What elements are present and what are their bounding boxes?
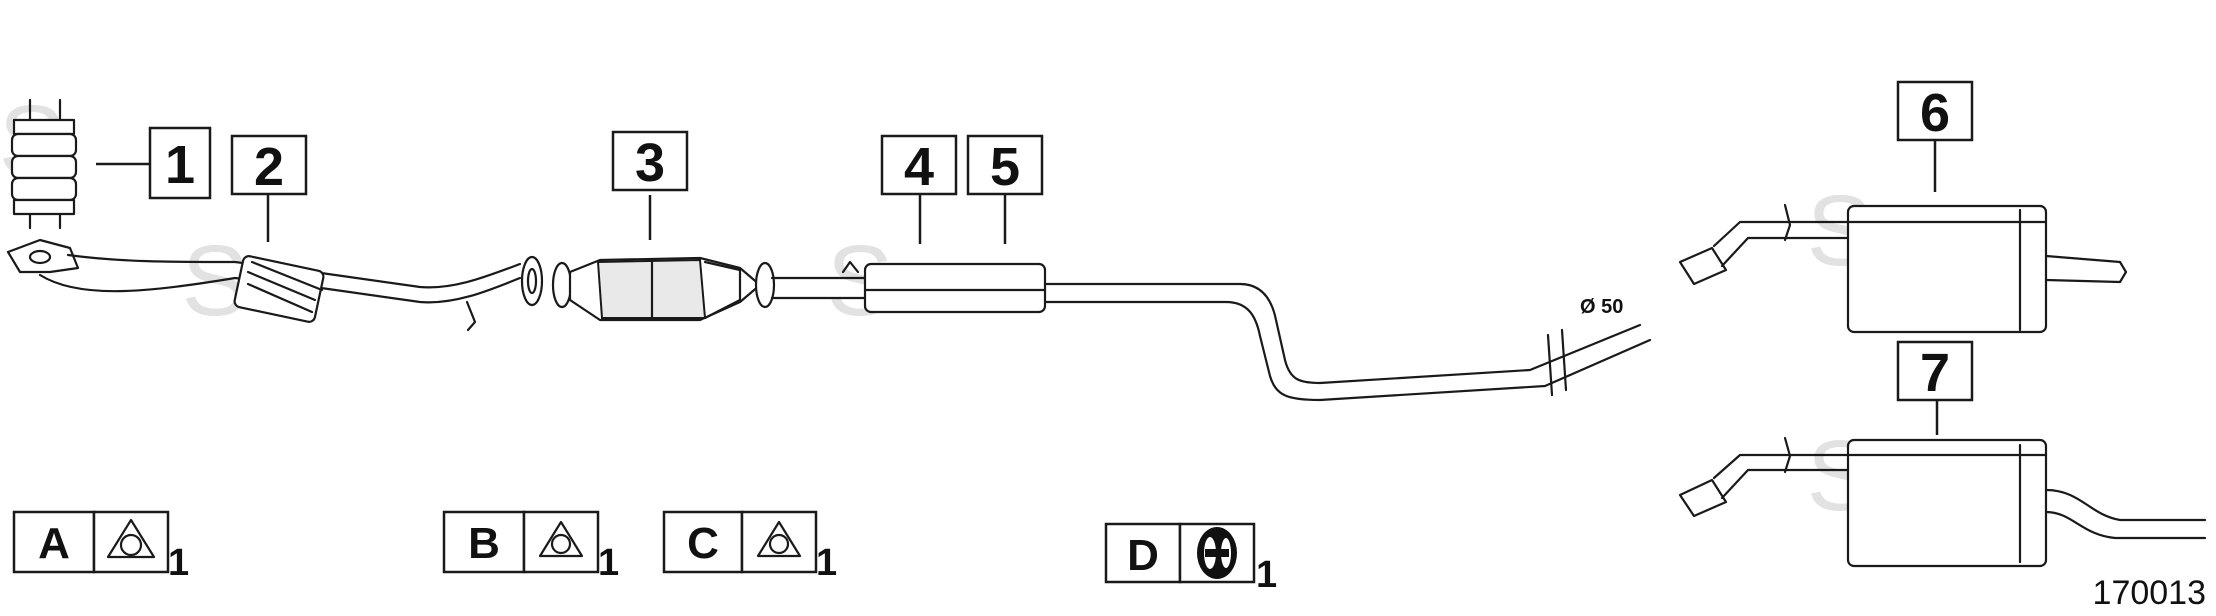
rubber-hanger-icon — [1197, 527, 1237, 579]
svg-text:1: 1 — [168, 542, 189, 584]
svg-text:A: A — [38, 519, 70, 568]
diameter-label: Ø 50 — [1580, 296, 1623, 318]
part-4-5-centre-silencer[interactable] — [770, 195, 1652, 402]
legend-item-b[interactable]: B 1 — [442, 510, 619, 584]
callout-7[interactable]: 7 — [1896, 340, 1974, 403]
gasket-icon — [756, 520, 802, 558]
callout-4[interactable]: 4 — [880, 134, 958, 197]
callout-5[interactable]: 5 — [966, 134, 1044, 197]
svg-text:7: 7 — [1920, 343, 1950, 403]
callout-6[interactable]: 6 — [1896, 80, 1974, 143]
svg-text:1: 1 — [816, 542, 837, 584]
svg-text:D: D — [1127, 531, 1159, 580]
svg-text:1: 1 — [598, 542, 619, 584]
gasket-icon — [538, 520, 584, 558]
reference-number: 170013 — [2093, 574, 2206, 612]
callout-2[interactable]: 2 — [230, 134, 308, 197]
part-6-rear-silencer[interactable] — [1678, 140, 2128, 334]
gasket-icon — [106, 518, 156, 559]
part-3-catalytic-converter[interactable] — [551, 195, 776, 322]
svg-text:2: 2 — [254, 137, 284, 197]
svg-text:6: 6 — [1920, 83, 1950, 143]
svg-text:1: 1 — [165, 135, 195, 195]
part-2-front-pipe[interactable] — [6, 195, 544, 332]
svg-text:C: C — [687, 519, 719, 568]
part-1-flex-joint[interactable] — [10, 98, 150, 230]
svg-text:1: 1 — [1256, 554, 1277, 596]
legend-item-a[interactable]: A 1 — [12, 510, 189, 584]
legend-item-d[interactable]: D 1 — [1104, 522, 1277, 596]
svg-text:5: 5 — [990, 137, 1020, 197]
part-7-rear-silencer[interactable] — [1678, 400, 2207, 568]
callout-3[interactable]: 3 — [611, 130, 689, 193]
svg-text:B: B — [468, 519, 500, 568]
svg-text:3: 3 — [635, 133, 665, 193]
svg-text:4: 4 — [904, 137, 934, 197]
callout-1[interactable]: 1 — [148, 126, 212, 200]
legend-item-c[interactable]: C 1 — [662, 510, 837, 584]
